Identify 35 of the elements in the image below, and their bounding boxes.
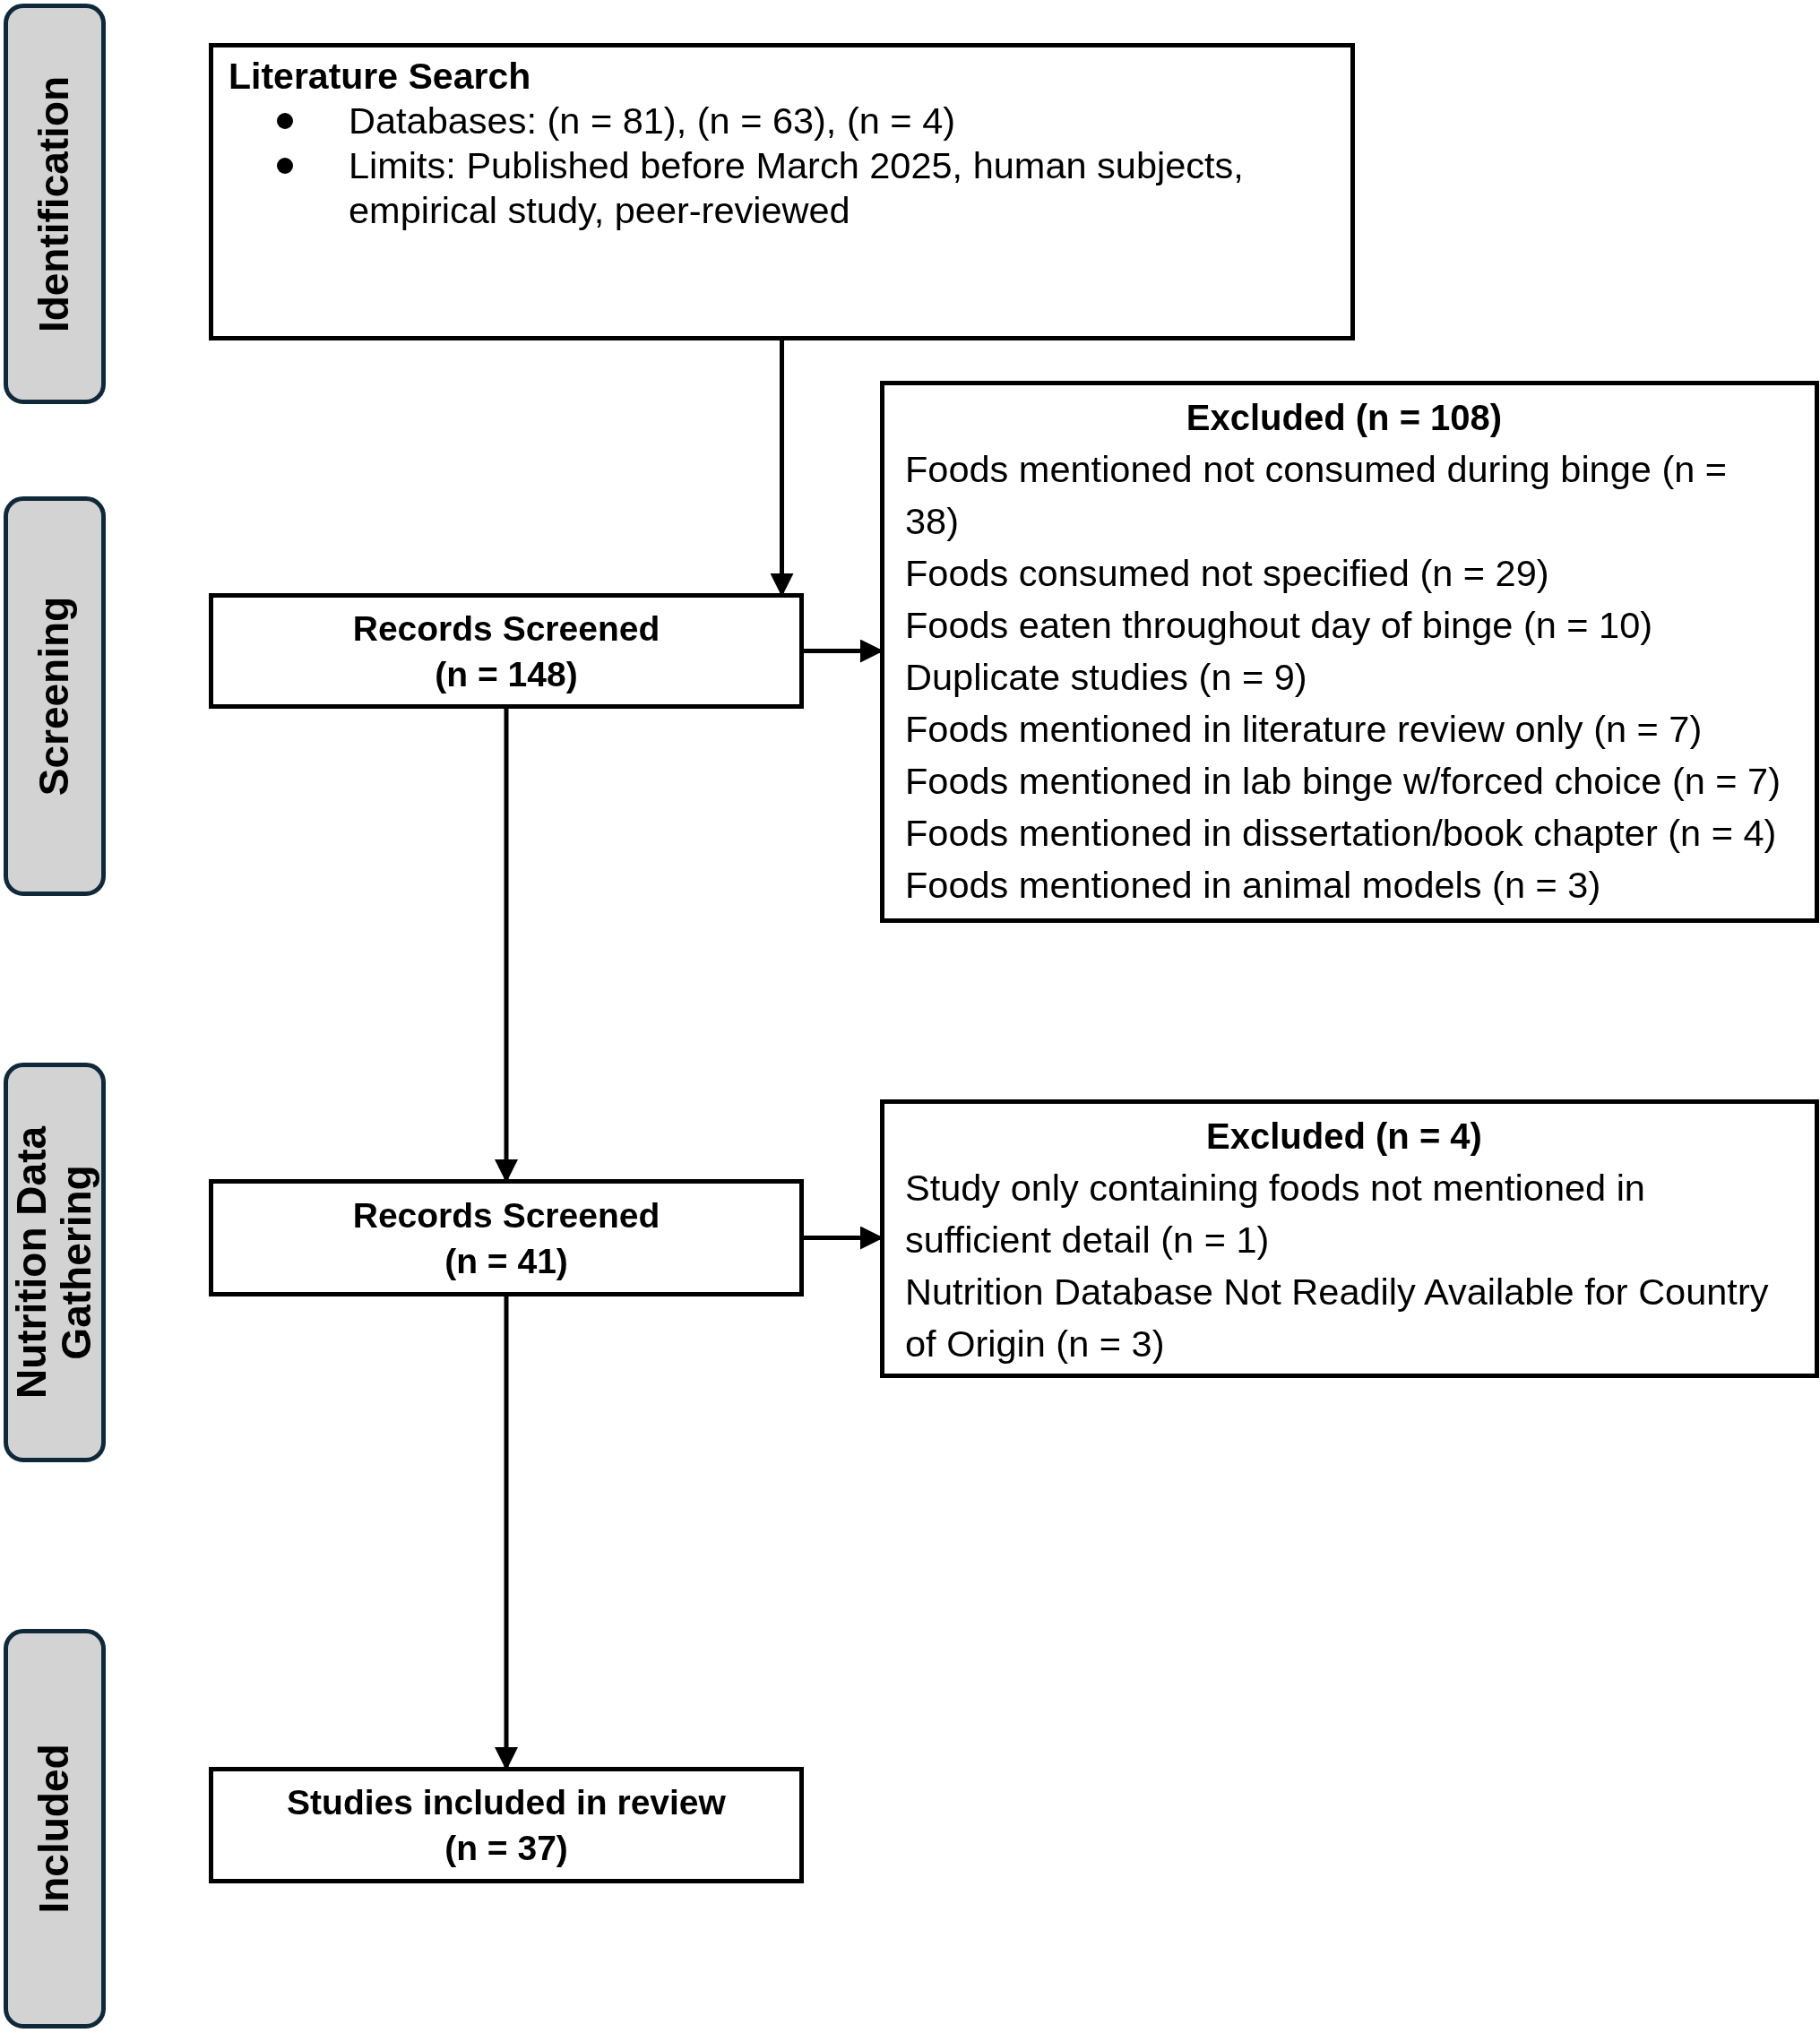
- exclusion-reason: Foods mentioned in lab binge w/forced choice (n = 7): [905, 759, 1781, 804]
- box-title: Literature Search: [229, 55, 532, 99]
- phase-label: Screening: [32, 596, 77, 797]
- process-box: [209, 1767, 804, 1883]
- exclusion-reason: Nutrition Database Not Readily Available for Country of Origin (n = 3): [905, 1270, 1770, 1366]
- phase-band: [4, 1063, 106, 1462]
- exclusion-reason: Foods consumed not specified (n = 29): [905, 551, 1550, 596]
- process-box: [209, 1179, 804, 1296]
- search-criterion: Limits: Published before March 2025, human subjects, empirical study, peer-reviewed: [349, 143, 1245, 233]
- exclusion-reason: Foods mentioned not consumed during binge (n = 38): [905, 447, 1729, 544]
- box-title: Studies included in review: [287, 1782, 726, 1823]
- box-title: Excluded (n = 108): [1185, 397, 1504, 439]
- phase-label: Nutrition Data Gathering: [10, 1124, 99, 1401]
- phase-band: [4, 1629, 106, 2029]
- box-title: Records Screened: [352, 1194, 660, 1236]
- exclusion-box: [880, 381, 1819, 923]
- exclusion-reason: Study only containing foods not mentioned in sufficient detail (n = 1): [905, 1166, 1646, 1262]
- process-box: [209, 593, 804, 709]
- count-label: (n = 37): [444, 1828, 568, 1869]
- phase-label: Identification: [32, 75, 77, 332]
- exclusion-reason: Foods mentioned in animal models (n = 3): [905, 863, 1602, 908]
- phase-band: [4, 496, 106, 896]
- search-criterion: Databases: (n = 81), (n = 63), (n = 4): [349, 99, 957, 143]
- phase-band: [4, 4, 106, 404]
- exclusion-reason: Foods mentioned in literature review only (n = 7): [905, 707, 1704, 752]
- box-title: Records Screened: [352, 607, 660, 650]
- count-label: (n = 148): [435, 653, 578, 695]
- box-title: Excluded (n = 4): [1205, 1116, 1483, 1158]
- process-box: [209, 43, 1355, 340]
- exclusion-box: [880, 1099, 1819, 1378]
- exclusion-reason: Foods eaten throughout day of binge (n = 10): [905, 603, 1654, 648]
- exclusion-reason: Duplicate studies (n = 9): [905, 655, 1308, 700]
- phase-label: Included: [32, 1744, 77, 1914]
- exclusion-reason: Foods mentioned in dissertation/book chapter (n = 4): [905, 811, 1778, 856]
- count-label: (n = 41): [444, 1240, 568, 1282]
